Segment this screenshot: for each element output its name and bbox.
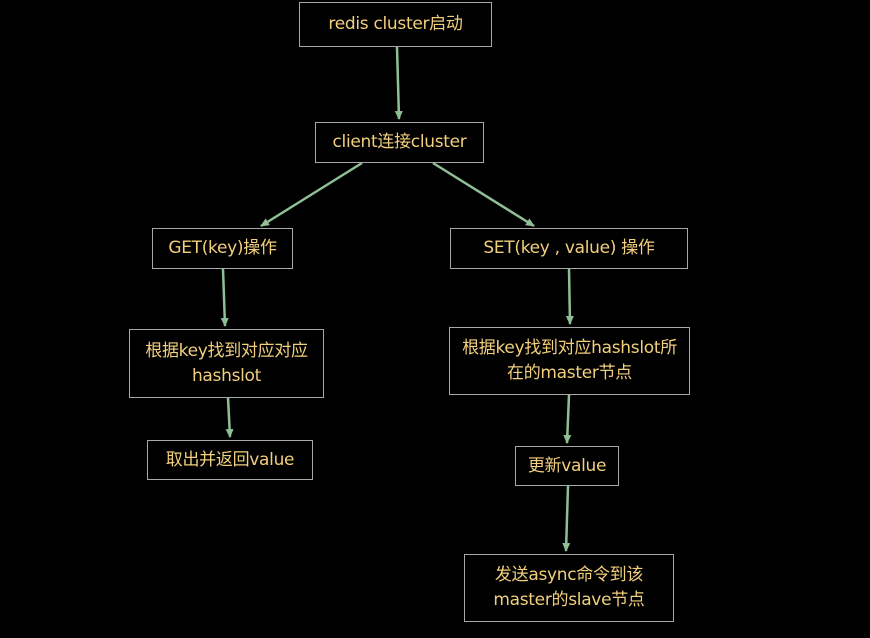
arrow-get-to-find <box>220 268 229 327</box>
node-client-connect-label: client连接cluster <box>332 132 467 152</box>
arrow-connect-to-get <box>260 161 363 228</box>
node-get-find-hashslot: 根据key找到对应对应hashslot <box>129 329 324 398</box>
node-update-value-label: 更新value <box>527 455 607 476</box>
node-update-value: 更新value <box>515 446 619 486</box>
node-set-operation: SET(key , value) 操作 <box>450 228 688 269</box>
node-cluster-start-label: redis cluster启动 <box>328 14 463 34</box>
node-set-find-master-label: 根据key找到对应hashslot所在的master节点 <box>462 338 677 383</box>
arrow-set-to-find <box>565 268 574 325</box>
node-return-value: 取出并返回value <box>147 440 313 480</box>
node-send-async-label: 发送async命令到该master的slave节点 <box>493 565 645 610</box>
arrow-connect-to-set <box>432 161 535 228</box>
arrow-update-to-sync <box>562 485 571 552</box>
node-send-async: 发送async命令到该master的slave节点 <box>464 554 674 622</box>
node-get-operation: GET(key)操作 <box>152 228 293 269</box>
node-set-find-master: 根据key找到对应hashslot所在的master节点 <box>449 327 690 395</box>
node-cluster-start: redis cluster启动 <box>299 2 492 47</box>
arrow-start-to-connect <box>394 46 403 120</box>
node-client-connect: client连接cluster <box>315 122 484 163</box>
node-get-operation-label: GET(key)操作 <box>168 238 277 258</box>
node-return-value-label: 取出并返回value <box>165 449 295 470</box>
arrow-find-to-update <box>563 394 572 444</box>
node-get-find-hashslot-label: 根据key找到对应对应hashslot <box>145 340 308 386</box>
arrow-find-to-return <box>225 397 234 438</box>
node-set-operation-label: SET(key , value) 操作 <box>483 238 655 258</box>
